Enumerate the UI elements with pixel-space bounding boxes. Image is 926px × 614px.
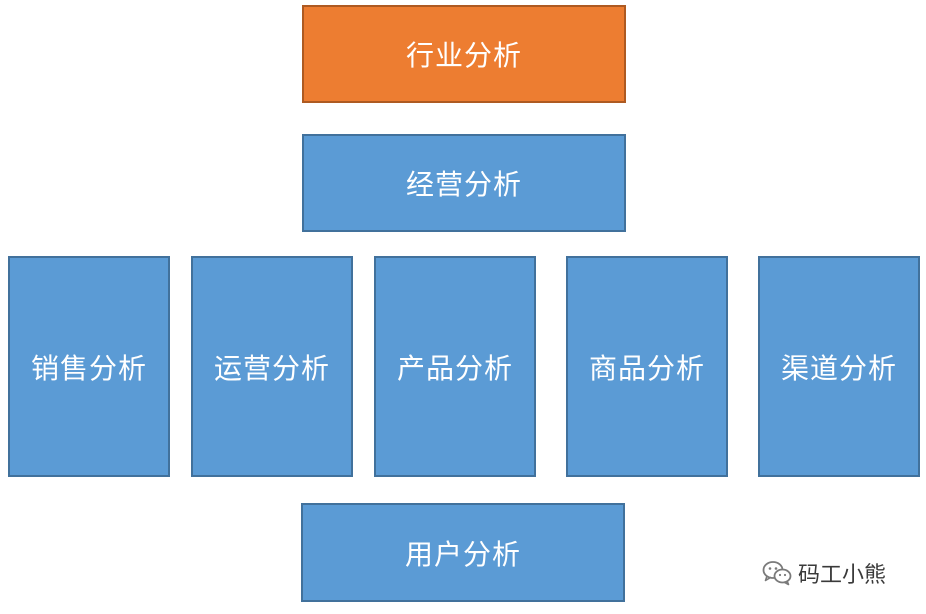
watermark-text: 码工小熊 xyxy=(798,563,887,588)
goods-analysis-box: 商品分析 xyxy=(566,256,728,477)
user-analysis-box: 用户分析 xyxy=(301,503,625,602)
channel-analysis-box: 渠道分析 xyxy=(758,256,920,477)
business-analysis-label: 经营分析 xyxy=(405,168,522,201)
goods-analysis-label: 商品分析 xyxy=(588,351,705,385)
industry-analysis-label: 行业分析 xyxy=(405,39,522,72)
operations-analysis-box: 运营分析 xyxy=(191,256,353,477)
operations-analysis-label: 运营分析 xyxy=(213,351,330,385)
industry-analysis-box: 行业分析 xyxy=(302,5,626,103)
business-analysis-box: 经营分析 xyxy=(302,134,626,232)
product-analysis-label: 产品分析 xyxy=(396,351,513,385)
product-analysis-box: 产品分析 xyxy=(374,256,536,477)
wechat-icon xyxy=(762,560,792,586)
sales-analysis-label: 销售分析 xyxy=(30,351,147,385)
sales-analysis-box: 销售分析 xyxy=(8,256,170,477)
channel-analysis-label: 渠道分析 xyxy=(780,351,897,385)
watermark: 码工小熊 xyxy=(762,558,886,588)
user-analysis-label: 用户分析 xyxy=(404,537,521,571)
